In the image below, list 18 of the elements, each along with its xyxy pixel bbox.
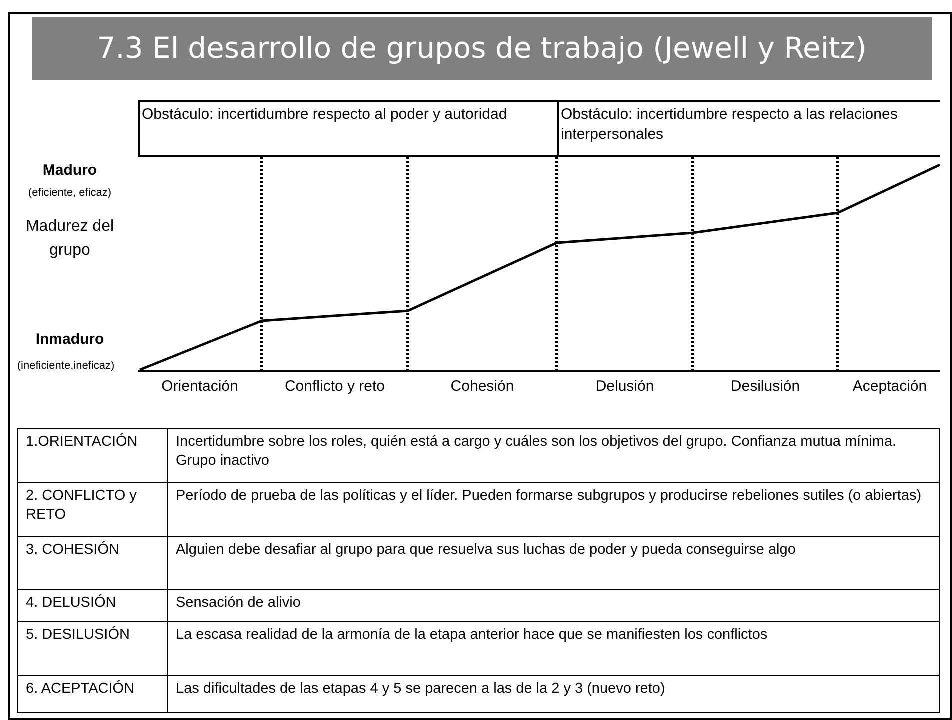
- obstacle-band: Obstáculo: incertidumbre respecto al poder y autoridad: [138, 100, 557, 157]
- scale-label: Maduro: [42, 162, 98, 179]
- stage-label: Aceptación: [852, 378, 928, 395]
- stage-label: Conflicto y reto: [284, 378, 386, 395]
- title-bar: 7.3 El desarrollo de grupos de trabajo (Jewell y Reitz): [32, 17, 932, 80]
- stage-label: Cohesión: [450, 378, 516, 395]
- scale-label: Inmaduro: [34, 331, 106, 348]
- stage-name: 1.ORIENTACIÓN: [17, 428, 168, 483]
- axis-title: Madurez del grupo: [24, 217, 116, 261]
- stage-label: Delusión: [594, 378, 656, 395]
- stage-label: Desilusión: [730, 378, 802, 395]
- stage-description: Las dificultades de las etapas 4 y 5 se parecen a las de la 2 y 3 (nuevo reto): [167, 675, 940, 713]
- stage-label: Orientación: [160, 378, 240, 395]
- obstacle-band: Obstáculo: incertidumbre respecto a las relaciones interpersonales: [557, 100, 940, 157]
- scale-note: (ineficiente,ineficaz): [16, 360, 116, 372]
- stage-name: 6. ACEPTACIÓN: [17, 675, 168, 713]
- scale-note: (eficiente, eficaz): [27, 187, 113, 199]
- stage-description: Incertidumbre sobre los roles, quién está a cargo y cuáles son los objetivos del grupo. Confianza mutua mínima. Grupo inactivo: [167, 428, 940, 483]
